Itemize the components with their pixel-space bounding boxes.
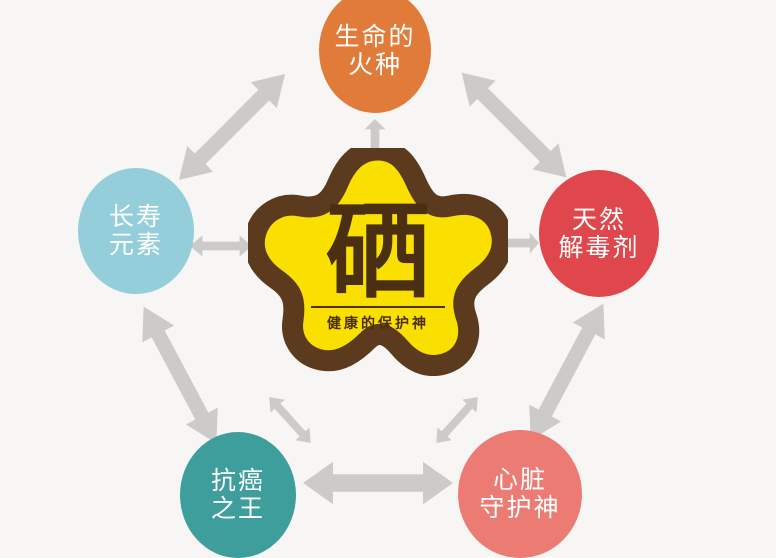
node-detox-line-2: 解毒剂: [558, 233, 640, 262]
node-heart-line-1: 心脏: [492, 466, 547, 494]
arrow-star-to-longevity: [190, 235, 252, 257]
arrow-star-to-anticancer: [262, 390, 318, 450]
node-detox-line-1: 天然: [571, 205, 626, 234]
node-longevity-line-2: 元素: [108, 231, 163, 259]
node-spark-of-life[interactable]: 生命的 火种: [319, 0, 431, 113]
node-spark-line-1: 生命的: [334, 22, 416, 51]
node-heart-guardian[interactable]: 心脏 守护神: [458, 430, 582, 558]
node-natural-detoxifier[interactable]: 天然 解毒剂: [539, 170, 659, 297]
node-longevity-element[interactable]: 长寿 元素: [78, 168, 194, 294]
node-anticancer-line-1: 抗癌: [210, 467, 265, 495]
node-longevity-line-1: 长寿: [108, 203, 163, 231]
star-shape: [248, 148, 508, 376]
arrow-star-to-heart: [429, 390, 485, 450]
node-anticancer-king[interactable]: 抗癌 之王: [180, 432, 296, 558]
arrow-detox-to-heart: [514, 295, 620, 449]
selenium-center-star[interactable]: 硒 健康的保护神: [248, 148, 508, 376]
arrow-anticancer-to-heart: [303, 461, 453, 505]
arrow-longevity-to-anticancer: [127, 298, 233, 452]
selenium-benefits-diagram: 硒 健康的保护神 生命的 火种 天然 解毒剂 心脏 守护神 抗癌 之王 长寿 元…: [78, 0, 659, 558]
node-spark-line-2: 火种: [347, 50, 402, 79]
node-heart-line-2: 守护神: [479, 494, 561, 522]
node-anticancer-line-2: 之王: [210, 495, 265, 523]
